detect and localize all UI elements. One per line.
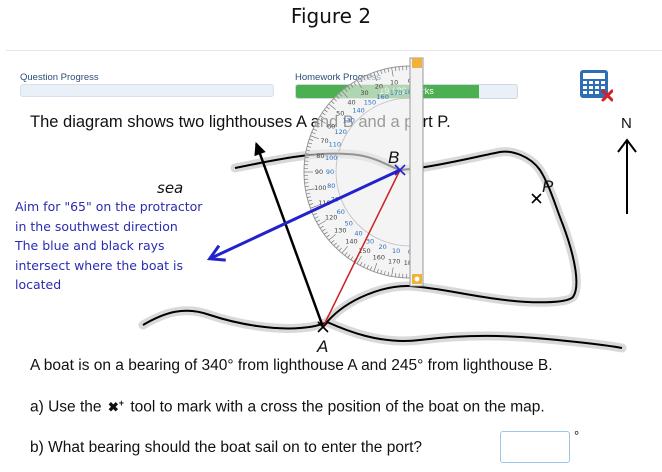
point-a-label: A — [316, 337, 328, 356]
protractor-handle-dot — [415, 277, 420, 282]
protractor-outer-label: 80 — [316, 152, 324, 160]
protractor-inner-label: 170 — [390, 89, 402, 97]
protractor-inner-label: 100 — [325, 154, 337, 162]
degree-symbol: ° — [574, 428, 579, 443]
protractor-outer-label: 20 — [375, 82, 383, 90]
point-p-label: P — [542, 177, 554, 196]
protractor-outer-label: 90 — [315, 168, 323, 176]
annotation-line: intersect where the boat is — [15, 256, 215, 276]
part-a-text: a) Use the ✖+ tool to mark with a cross … — [30, 398, 545, 416]
north-label: N — [621, 115, 632, 132]
protractor-handle-top[interactable] — [412, 58, 422, 68]
protractor-inner-label: 20 — [378, 243, 386, 251]
north-arrow-icon — [618, 140, 636, 214]
annotation-line: located — [15, 275, 215, 295]
protractor-outer-label: 120 — [325, 214, 337, 222]
protractor-inner-label: 60 — [337, 208, 345, 216]
bearing-answer-input[interactable] — [500, 431, 570, 463]
annotation-line: in the southwest direction — [15, 217, 215, 237]
protractor-outer-label: 140 — [345, 238, 357, 246]
protractor[interactable]: 0180101702016030150401405013060120701108… — [304, 58, 423, 286]
protractor-outer-label: 30 — [360, 89, 368, 97]
protractor-inner-label: 10 — [392, 247, 400, 255]
protractor-inner-label: 150 — [364, 99, 376, 107]
part-a-after: tool to mark with a cross the position o… — [130, 398, 544, 415]
part-a-before: a) Use the — [30, 398, 102, 415]
protractor-ruler — [410, 58, 423, 286]
protractor-inner-label: 120 — [335, 128, 347, 136]
bearing-ray-a-arrowhead — [254, 142, 265, 156]
annotation-note: Aim for "65" on the protractor in the so… — [15, 197, 215, 295]
part-b-text: b) What bearing should the boat sail on … — [30, 439, 422, 457]
protractor-inner-label: 40 — [354, 229, 362, 237]
protractor-inner-label: 130 — [343, 117, 355, 125]
point-b-label: B — [388, 148, 399, 167]
protractor-outer-label: 170 — [388, 258, 400, 266]
point-p-marker — [532, 194, 541, 203]
cross-tool-icon[interactable]: ✖+ — [108, 398, 124, 415]
protractor-outer-label: 70 — [320, 137, 328, 145]
sea-label: sea — [157, 179, 183, 197]
protractor-inner-label: 160 — [376, 93, 388, 101]
annotation-line: Aim for "65" on the protractor — [15, 197, 215, 217]
protractor-outer-label: 100 — [314, 184, 326, 192]
protractor-outer-label: 130 — [334, 226, 346, 234]
bearing-statement: A boat is on a bearing of 340° from ligh… — [30, 357, 553, 375]
protractor-inner-label: 80 — [327, 182, 335, 190]
protractor-inner-label: 140 — [352, 107, 364, 115]
protractor-outer-label: 10 — [390, 78, 398, 86]
protractor-inner-label: 90 — [326, 168, 334, 176]
protractor-inner-label: 50 — [345, 219, 353, 227]
protractor-outer-label: 160 — [373, 254, 385, 262]
annotation-line: The blue and black rays — [15, 236, 215, 256]
protractor-outer-label: 40 — [347, 98, 355, 106]
protractor-inner-label: 110 — [329, 141, 341, 149]
